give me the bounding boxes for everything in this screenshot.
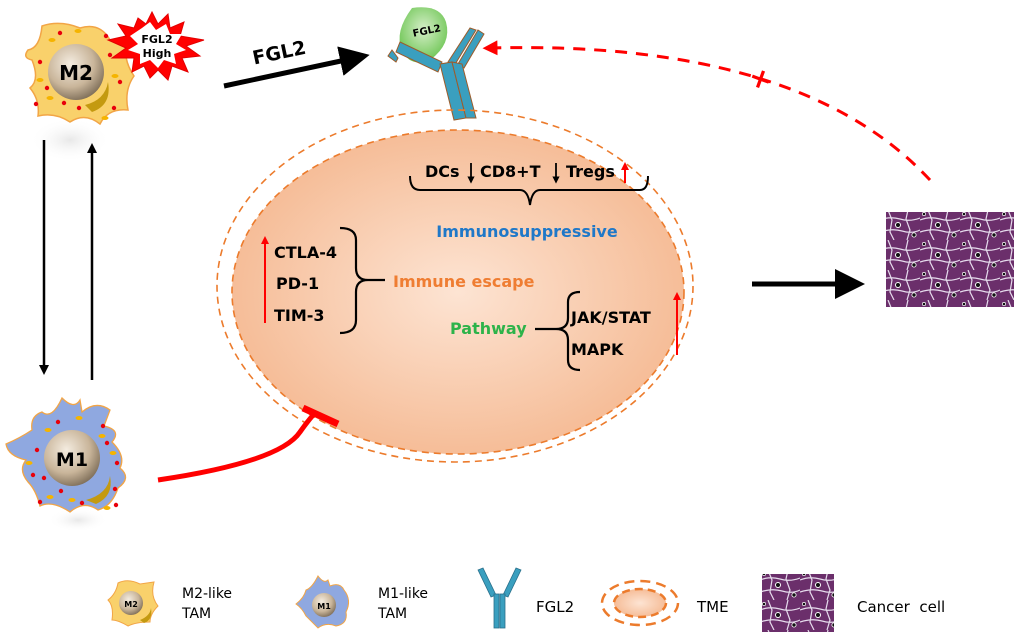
legend-tme-icon [600,579,680,627]
cell-change-tregs: Tregs [566,162,615,181]
pathway-label: Pathway [450,319,527,338]
pathway-group: Pathway JAK/STAT MAPK [450,290,681,372]
legend-m2-cell-icon: M2 [107,580,159,627]
m2-nucleus [48,44,104,100]
legend-cancer-label: Cancer cell [857,598,945,616]
checkpoint-pd1: PD-1 [276,274,319,293]
m1-vesicles [25,416,117,510]
legend-tme-label: TME [696,598,729,616]
legend-m1-label-2: TAM [377,606,407,622]
legend-m1-cell-icon: M1 [295,575,350,629]
cell-change-cd8t: CD8+T [480,162,541,181]
cancer-feedback-dashed-arrow [482,40,932,182]
tme-region [216,109,694,463]
badge-line-1: FGL2 [141,33,172,46]
immunosuppressive-label: Immunosuppressive [436,222,618,241]
fgl2-high-badge: FGL2 High [106,10,205,81]
m1-label: M1 [56,449,88,471]
checkpoint-group: CTLA-4 PD-1 TIM-3 Immune escape [261,226,535,335]
immune-escape-label: Immune escape [393,272,535,291]
legend-cancer-cell-icon [762,574,834,632]
legend-m2-label-2: TAM [181,606,211,622]
cell-changes-row: DCs CD8+T Tregs Immunosuppressive [409,162,649,241]
cell-shadow [30,118,110,162]
legend: M2 M2-like TAM M1 M1-like TAM FGL2 TME [107,567,945,632]
checkpoint-ctla4: CTLA-4 [274,243,337,262]
m1-macrophage: M1 [5,396,127,532]
cell-change-dcs: DCs [425,162,460,181]
curly-brace-horizontal [409,175,649,206]
m1-granules [30,419,120,508]
legend-m1-label-1: M1-like [378,586,428,602]
m1-crescent [86,476,111,504]
checkpoint-tim3: TIM-3 [274,306,325,325]
legend-fgl2-label: FGL2 [536,598,574,616]
tme-outer-border [216,109,694,463]
legend-m2-label-1: M2-like [182,586,232,602]
tme-inner-area [231,129,685,455]
badge-line-2: High [143,47,172,60]
legend-m2-icon-text: M2 [124,600,138,609]
cancer-tissue [886,212,1014,307]
pathway-jak-stat: JAK/STAT [570,308,651,327]
curly-brace-pathways [555,290,581,372]
legend-antibody-icon [477,567,522,629]
m2-vesicles [36,29,119,120]
inhibition-bar-icon [301,404,340,428]
m1-inhibition-line [157,410,318,483]
pathway-mapk: MAPK [571,340,624,359]
cancer-cell-image [886,212,1014,307]
m2-crescent [85,82,109,112]
fgl2-secretion-arrow [223,46,370,89]
fgl2-arrow-label: FGL2 [251,37,308,70]
m2-macrophage: M2 [25,22,135,162]
m2-label: M2 [59,61,93,85]
fgl2-receptor: FGL2 [387,7,485,121]
m1-nucleus [44,430,100,486]
inhibition-mark: + [744,59,777,98]
m2-granules [33,30,123,111]
legend-m1-icon-text: M1 [317,602,331,611]
